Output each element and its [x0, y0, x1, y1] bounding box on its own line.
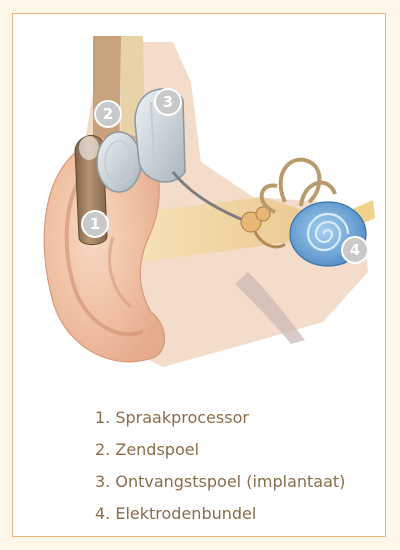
callout-2-number: 2 [103, 105, 113, 123]
legend: 1. Spraakprocessor 2. Zendspoel 3. Ontva… [95, 402, 345, 530]
figure-frame: 1 2 3 4 1. Spraakprocessor 2. Zendspoel … [12, 13, 386, 537]
speech-processor-hook [79, 136, 99, 160]
callout-1-number: 1 [90, 215, 100, 233]
callout-3-number: 3 [163, 93, 173, 111]
callout-4: 4 [342, 237, 368, 263]
legend-item-transmitting-coil: 2. Zendspoel [95, 434, 345, 466]
callout-2: 2 [95, 101, 121, 127]
legend-item-receiving-coil: 3. Ontvangstspoel (implantaat) [95, 466, 345, 498]
callout-4-number: 4 [350, 241, 360, 259]
legend-item-electrode-array: 4. Elektrodenbundel [95, 498, 345, 530]
legend-item-speech-processor: 1. Spraakprocessor [95, 402, 345, 434]
transmitting-coil [97, 132, 141, 192]
callout-3: 3 [155, 89, 181, 115]
ear-illustration: 1 2 3 4 [23, 22, 383, 392]
callout-1: 1 [82, 211, 108, 237]
